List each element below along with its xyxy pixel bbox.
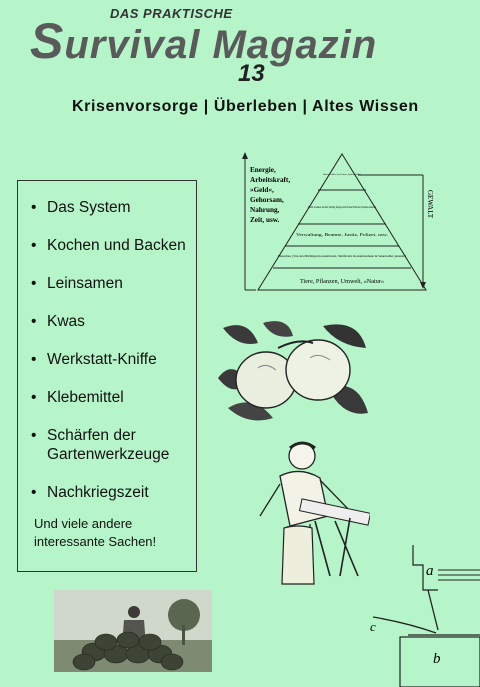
fruit-right xyxy=(285,339,351,401)
more-topics-line-1: Und viele andere xyxy=(34,516,133,531)
diagram-label-b: b xyxy=(433,651,441,667)
quince-illustration xyxy=(218,318,368,426)
contents-item: Schärfen der xyxy=(31,426,186,445)
pyramid-level-administration: Verwaltung, Beamte, Justiz, Polizei, usw… xyxy=(296,232,388,238)
title-rest: urvival Magazin xyxy=(64,23,378,67)
harvest-photo xyxy=(54,590,212,672)
magazine-kicker: DAS PRAKTISCHE xyxy=(110,6,233,21)
magazine-title: Survival Magazin xyxy=(30,12,377,70)
title-initial: S xyxy=(30,13,65,69)
contents-item: Kwas xyxy=(31,312,186,331)
more-topics-line-2: interessante Sachen! xyxy=(34,534,157,549)
contents-item: Das System xyxy=(31,198,186,217)
contents-item: Nachkriegszeit xyxy=(31,483,186,502)
pyramid-left-text: Energie, Arbeitskraft, »Geld«, Gehorsam,… xyxy=(250,166,292,224)
pyramid-level-power-groups: Macht-Gremien, die ihre Stellung festige… xyxy=(308,206,377,209)
diagram-label-c: c xyxy=(370,619,376,634)
contents-item: Leinsamen xyxy=(31,274,186,293)
contents-item: Klebemittel xyxy=(31,388,186,407)
pyramid-force-label: GEWALT xyxy=(426,190,434,219)
pyramid-level-elite: Initiierte Lobbies, Top-Verdiener, Spitz… xyxy=(323,174,361,176)
tagline: Krisenvorsorge | Überleben | Altes Wisse… xyxy=(72,98,419,115)
power-pyramid-diagram: GEWALT Energie, Arbeitskraft, »Geld«, Ge… xyxy=(242,152,434,291)
pyramid-outline xyxy=(257,153,427,291)
issue-number: 13 xyxy=(238,60,265,87)
pyramid-level-people: Menschen. (Von den Mächtigen Konsumtrott… xyxy=(278,254,406,259)
contents-list: Das System Kochen und Backen Leinsamen K… xyxy=(31,198,186,502)
workman-sawing-illustration xyxy=(259,441,370,585)
pyramid-left-arrowhead xyxy=(242,152,248,159)
contents-item-continued: Gartenwerkzeuge xyxy=(31,445,186,464)
contents-box: Das System Kochen und Backen Leinsamen K… xyxy=(17,180,197,572)
contents-item: Werkstatt-Kniffe xyxy=(31,350,186,369)
contents-item: Kochen und Backen xyxy=(31,236,186,255)
diagram-label-a: a xyxy=(426,563,434,579)
pyramid-level-nature: Tiere, Pflanzen, Umwelt, »Natur« xyxy=(300,278,384,285)
technical-diagram: a b c xyxy=(370,545,480,687)
more-topics: Und viele andere interessante Sachen! xyxy=(34,515,194,551)
contents-item-continued-text: Gartenwerkzeuge xyxy=(47,446,170,463)
